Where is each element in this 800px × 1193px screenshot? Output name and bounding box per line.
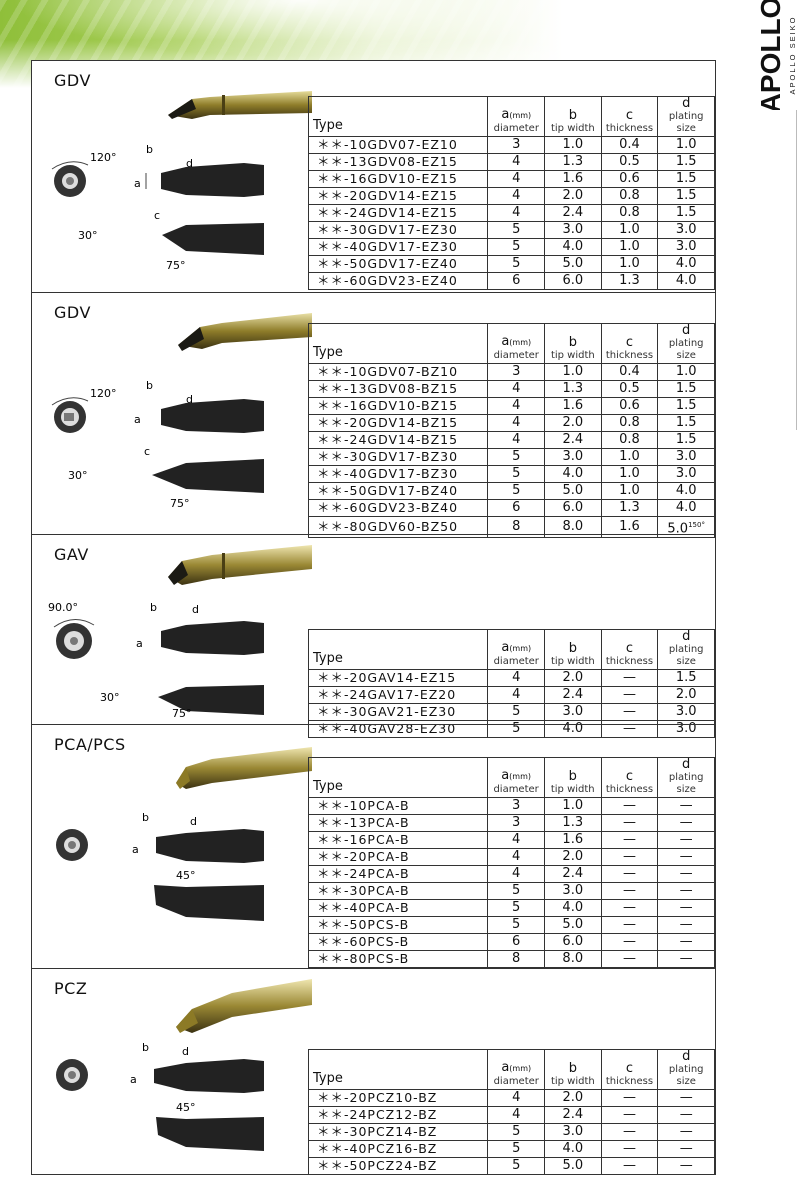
- svg-text:45°: 45°: [176, 1101, 196, 1114]
- svg-text:75°: 75°: [166, 259, 186, 272]
- section-title: GAV: [54, 545, 89, 564]
- svg-text:30°: 30°: [100, 691, 120, 704]
- svg-text:75°: 75°: [172, 707, 192, 720]
- section-title: PCZ: [54, 979, 88, 998]
- tip-diagram: 120° a b d 30° c 75°: [51, 143, 264, 272]
- section-gav: GAV 90.0° a b d 30° 75° Type a(mm)diameter…: [32, 534, 715, 738]
- section-gdv-ez: GDV 120° a b d 30° c 75° Type a(mm)diamet…: [32, 61, 715, 292]
- svg-text:a: a: [136, 637, 143, 650]
- svg-text:b: b: [142, 1041, 149, 1054]
- tip-diagram: a b d 45°: [56, 1041, 264, 1151]
- svg-text:75°: 75°: [170, 497, 190, 510]
- tip-diagram: 120° a b d 30° c 75°: [51, 379, 264, 510]
- svg-text:45°: 45°: [176, 869, 196, 882]
- svg-text:30°: 30°: [78, 229, 98, 242]
- tip-photo: [168, 91, 312, 119]
- col-type: Type: [307, 96, 489, 137]
- svg-text:d: d: [186, 393, 193, 406]
- brand-sub: APOLLO SEIKO: [788, 15, 797, 94]
- svg-text:120°: 120°: [90, 387, 117, 400]
- edge-line: [796, 110, 797, 430]
- svg-text:c: c: [144, 445, 150, 458]
- tip-diagram: 90.0° a b d 30° 75°: [48, 601, 264, 720]
- svg-text:b: b: [142, 811, 149, 824]
- section-gdv-bz: GDV 120° a b d 30° c 75° Type a(mm)diamete…: [32, 292, 715, 539]
- brand-name: APOLLO: [755, 0, 786, 110]
- tip-photo: [178, 313, 312, 351]
- svg-text:d: d: [182, 1045, 189, 1058]
- section-title: PCA/PCS: [54, 735, 126, 754]
- angle-label: 120°: [90, 151, 117, 164]
- svg-text:b: b: [146, 379, 153, 392]
- svg-text:d: d: [186, 157, 193, 170]
- svg-text:b: b: [150, 601, 157, 614]
- svg-text:a: a: [130, 1073, 137, 1086]
- svg-text:a: a: [134, 177, 141, 190]
- apollo-logo: APOLLO APOLLO SEIKO: [755, 0, 797, 110]
- tip-photo: [176, 979, 312, 1033]
- svg-text:b: b: [146, 143, 153, 156]
- svg-text:30°: 30°: [68, 469, 88, 482]
- tip-diagram: a b d 45°: [56, 811, 264, 921]
- svg-text:a: a: [134, 413, 141, 426]
- svg-text:a: a: [132, 843, 139, 856]
- tip-photo: [176, 747, 312, 789]
- svg-text:d: d: [192, 603, 199, 616]
- section-title: GDV: [54, 71, 91, 90]
- tip-catalog: GDV 120° a b d 30° c 75° Type a(mm)diamet…: [31, 60, 716, 1175]
- svg-text:c: c: [154, 209, 160, 222]
- svg-text:90.0°: 90.0°: [48, 601, 78, 614]
- svg-text:d: d: [190, 815, 197, 828]
- section-title: GDV: [54, 303, 91, 322]
- tip-photo: [168, 545, 312, 585]
